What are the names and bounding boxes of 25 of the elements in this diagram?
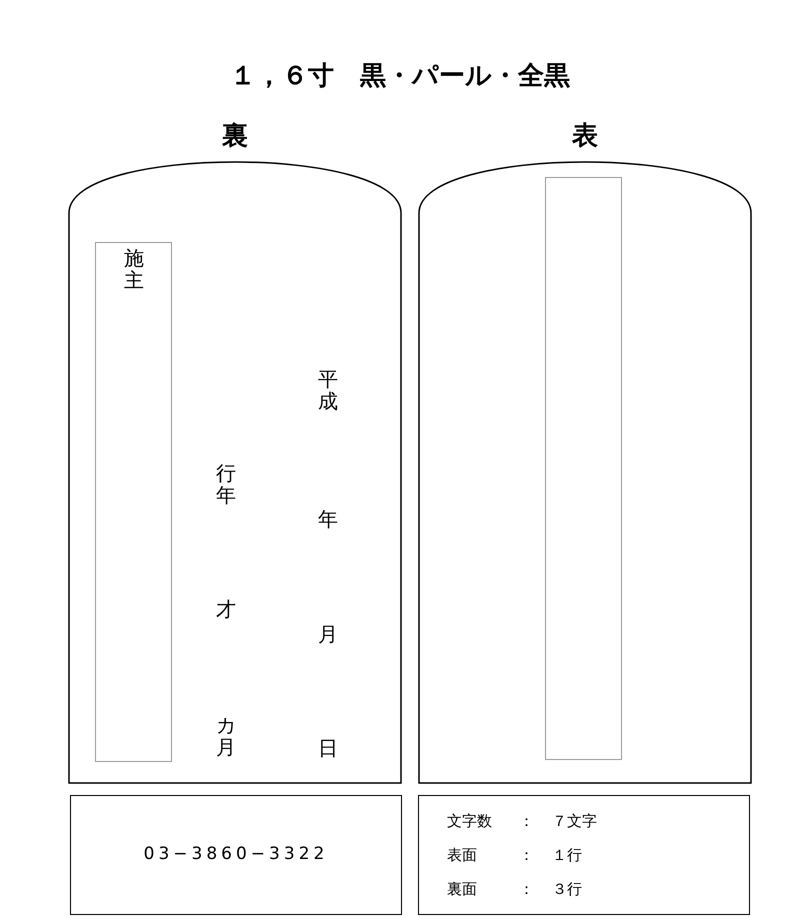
vertical-label: 月 xyxy=(318,623,338,645)
spec-text: 裏面 xyxy=(447,880,477,899)
vertical-label: 平成 xyxy=(318,368,338,412)
spec-text: 表面 xyxy=(447,846,477,865)
vertical-label: 年 xyxy=(318,508,338,530)
spec-text: ： xyxy=(519,846,534,865)
vertical-label: 才 xyxy=(216,598,236,620)
spec-text: ３行 xyxy=(552,880,582,899)
vertical-label: 日 xyxy=(318,737,338,759)
vertical-label: 行年 xyxy=(216,462,236,506)
name-plate xyxy=(70,795,402,915)
spec-text: ： xyxy=(519,812,534,831)
inscription-strip xyxy=(545,177,622,760)
spec-text: 文字数 xyxy=(447,812,492,831)
title: １，６寸 黒・パール・全黒 xyxy=(229,60,571,93)
spec-text: ７文字 xyxy=(552,812,597,831)
phone-number: 03−3860−3322 xyxy=(142,844,330,864)
side-heading: 裏 xyxy=(222,120,248,153)
spec-panel xyxy=(418,795,750,915)
side-heading: 表 xyxy=(572,120,598,153)
inscription-strip xyxy=(95,242,172,762)
spec-text: ： xyxy=(519,880,534,899)
vertical-label: カ月 xyxy=(216,714,236,758)
vertical-label: 施主 xyxy=(124,247,144,291)
spec-text: １行 xyxy=(552,846,582,865)
